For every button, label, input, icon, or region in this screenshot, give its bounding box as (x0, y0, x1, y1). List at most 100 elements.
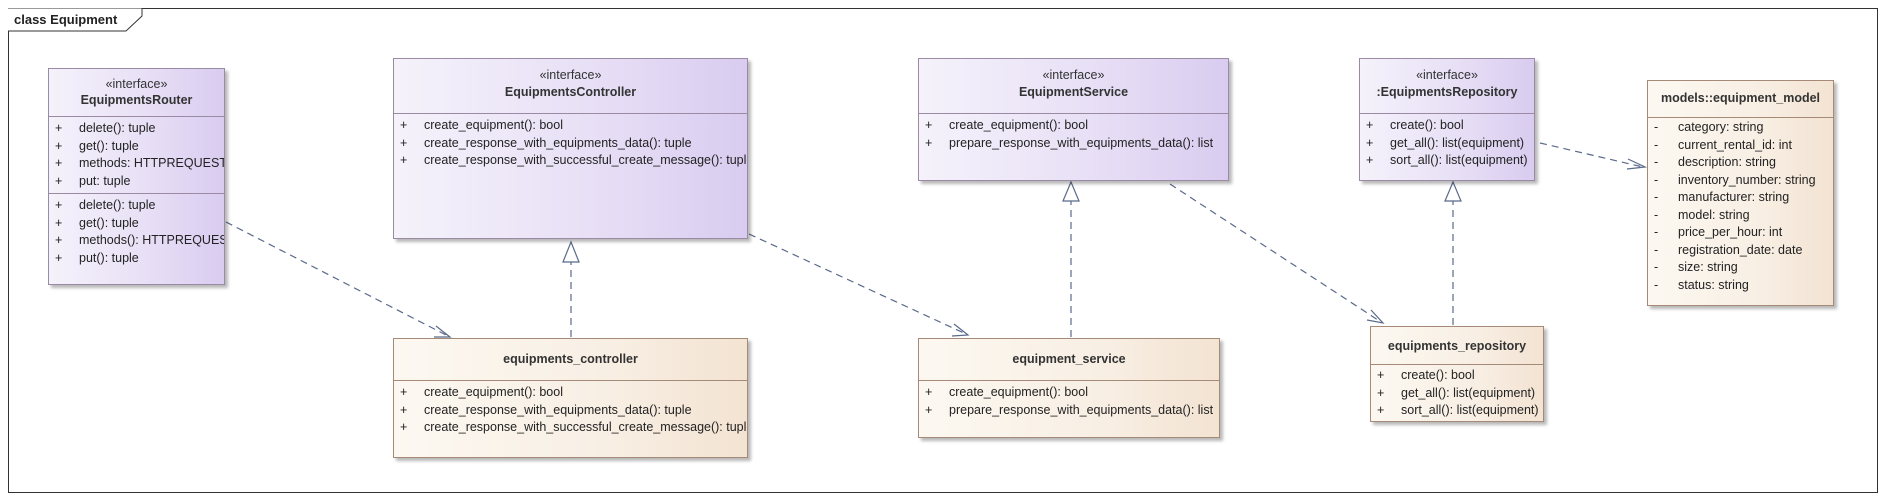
member-text: prepare_response_with_equipments_data():… (949, 402, 1214, 417)
member-text: category: string (1678, 120, 1764, 134)
member-text: create_equipment(): bool (949, 385, 1088, 399)
member-row: + prepare_response_with_equipments_data()… (919, 402, 1219, 420)
visibility-marker: - (1654, 207, 1659, 222)
class-header: models::equipment_model (1648, 81, 1833, 118)
member-row: +delete(): tuple (49, 120, 224, 138)
visibility-marker: + (1377, 403, 1385, 417)
member-row: -status: string (1648, 277, 1833, 295)
member-row: +create_response_with_successful_create_… (394, 152, 747, 170)
class-equipment-model[interactable]: models::equipment_model -category: strin… (1647, 80, 1834, 306)
class-header: equipments_repository (1371, 327, 1543, 365)
member-row: + get(): tuple (49, 215, 224, 233)
member-row: +get_all(): list(equipment) (1371, 385, 1543, 403)
class-equipments-controller-interface[interactable]: «interface» EquipmentsController +create… (393, 58, 748, 239)
visibility-marker: + (55, 250, 63, 265)
member-text: create_equipment(): bool (424, 118, 563, 132)
member-row: - current_rental_id: int (1648, 137, 1833, 155)
stereotype-label: «interface» (1416, 68, 1478, 82)
member-row: -category: string (1648, 119, 1833, 137)
member-text: manufacturer: string (1678, 190, 1790, 204)
member-row: + methods(): HTTPREQUEST (49, 232, 224, 250)
visibility-marker: + (925, 118, 933, 132)
stereotype-label: «interface» (1042, 68, 1105, 82)
member-text: prepare_response_with_equipments_data():… (949, 135, 1214, 150)
class-equipments-repository[interactable]: equipments_repository +create(): bool +g… (1370, 326, 1544, 422)
class-header: «interface» EquipmentsRouter (49, 69, 224, 117)
visibility-marker: + (55, 198, 63, 212)
stereotype-label: «interface» (539, 68, 602, 82)
visibility-marker: - (1654, 172, 1659, 187)
member-text: create_response_with_successful_create_m… (424, 153, 747, 167)
member-row: +create(): bool (1371, 367, 1543, 385)
member-text: model: string (1678, 207, 1750, 222)
member-text: create_equipment(): bool (424, 385, 563, 399)
member-text: methods: HTTPREQUEST (79, 156, 224, 170)
member-row: - model: string (1648, 207, 1833, 225)
member-text: methods(): HTTPREQUEST (79, 233, 224, 247)
visibility-marker: - (1654, 137, 1659, 152)
visibility-marker: + (400, 385, 408, 399)
member-text: put: tuple (79, 173, 131, 188)
member-text: get_all(): list(equipment) (1390, 135, 1525, 150)
method-section: + create_equipment(): bool + prepare_respo… (919, 381, 1219, 422)
dependency-repository-to-model (1539, 142, 1648, 170)
member-row: + get_all(): list(equipment) (1360, 135, 1534, 153)
realization-controller (562, 240, 580, 337)
member-row: +methods: HTTPREQUEST (49, 155, 224, 173)
member-text: status: string (1678, 277, 1749, 292)
method-section: + delete(): tuple + get(): tuple + methods(… (49, 193, 224, 270)
visibility-marker: - (1654, 155, 1659, 169)
class-name: EquipmentsRouter (80, 93, 193, 107)
frame-title-tab: class Equipment (8, 8, 143, 32)
member-row: -registration_date: date (1648, 242, 1833, 260)
visibility-marker: + (925, 135, 933, 150)
visibility-marker: + (400, 420, 408, 434)
visibility-marker: + (55, 233, 63, 247)
visibility-marker: + (55, 121, 63, 135)
member-text: get(): tuple (79, 138, 139, 153)
member-row: - manufacturer: string (1648, 189, 1833, 207)
diagram-frame (8, 8, 1878, 493)
class-equipments-repository-interface[interactable]: «interface» :EquipmentsRepository +creat… (1359, 58, 1535, 181)
member-text: current_rental_id: int (1678, 137, 1792, 152)
member-row: + create_equipment(): bool (394, 384, 747, 402)
member-text: size: string (1678, 260, 1738, 274)
class-name: :EquipmentsRepository (1376, 85, 1518, 99)
member-row: +get(): tuple (49, 138, 224, 156)
visibility-marker: + (925, 402, 933, 417)
class-header: equipments_controller (394, 339, 747, 381)
member-row: +sort_all(): list(equipment) (1360, 152, 1534, 170)
realization-service (1062, 180, 1080, 337)
class-name: equipment_service (1012, 352, 1126, 366)
class-equipment-service-interface[interactable]: «interface» EquipmentService +create_equ… (918, 58, 1229, 181)
member-row: -inventory_number: string (1648, 172, 1833, 190)
class-name: EquipmentsController (504, 85, 637, 99)
visibility-marker: + (400, 118, 408, 132)
visibility-marker: - (1654, 225, 1659, 239)
method-section: + create_equipment(): bool +create_respon… (394, 114, 747, 173)
member-text: delete(): tuple (79, 198, 156, 212)
class-name: EquipmentService (1018, 85, 1129, 99)
member-row: + delete(): tuple (49, 197, 224, 215)
member-text: price_per_hour: int (1678, 225, 1783, 239)
visibility-marker: + (925, 385, 933, 399)
class-equipment-service[interactable]: equipment_service + create_equipment(): b… (918, 338, 1220, 438)
class-header: equipment_service (919, 339, 1219, 381)
visibility-marker: + (1377, 368, 1385, 382)
attribute-section: -category: string -current_rental_id: in… (1648, 118, 1833, 297)
member-text: get(): tuple (79, 215, 139, 230)
dependency-service-to-repository (1169, 183, 1385, 324)
class-name: models::equipment_model (1660, 91, 1821, 105)
member-text: sort_all(): list(equipment) (1401, 403, 1539, 417)
member-row: -description: string (1648, 154, 1833, 172)
frame-title: class Equipment (14, 12, 118, 27)
visibility-marker: - (1654, 190, 1659, 204)
visibility-marker: + (55, 173, 63, 188)
visibility-marker: + (55, 215, 63, 230)
visibility-marker: + (1366, 135, 1374, 150)
frame-tab-outline (8, 8, 143, 32)
member-row: +create_response_with_equipments_data():… (394, 135, 747, 153)
class-equipments-router[interactable]: «interface» EquipmentsRouter + delete(): … (48, 68, 225, 285)
class-equipments-controller[interactable]: equipments_controller + create_equipment(… (393, 338, 748, 458)
visibility-marker: + (1366, 118, 1374, 132)
